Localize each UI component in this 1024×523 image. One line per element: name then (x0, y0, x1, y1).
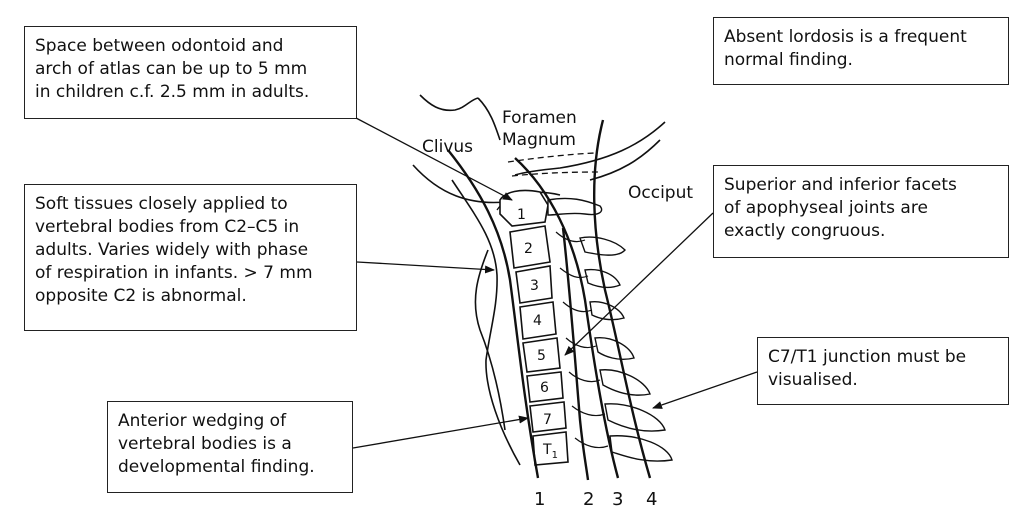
callout-line: Anterior wedging of (118, 411, 287, 431)
callout-line: normal finding. (724, 50, 853, 70)
callout-soft-tissue: Soft tissues closely applied to vertebra… (24, 184, 357, 331)
callout-line: of respiration in infants. > 7 mm (35, 263, 313, 283)
callout-line: vertebral bodies is a (118, 434, 292, 454)
vertebra-c2 (509, 225, 551, 269)
leader-odontoid (355, 117, 513, 201)
line-3-spinolaminar (514, 157, 620, 479)
vertebra-c5 (522, 337, 561, 373)
callout-line: C7/T1 junction must be (768, 347, 967, 367)
line-4-spinous-tips (593, 119, 652, 479)
callout-line: Absent lordosis is a frequent (724, 27, 967, 47)
line-1-anterior-vertebral (447, 149, 540, 479)
vertebra-label: 6 (540, 380, 549, 396)
alignment-line-numbers: 1 2 3 4 (534, 489, 657, 510)
vertebra-numbers: 1 2 3 4 5 6 7 T1 (517, 207, 558, 461)
c2-spinous (579, 236, 626, 256)
callout-line: exactly congruous. (724, 221, 886, 241)
vertebra-label: 4 (533, 313, 542, 329)
callout-line: adults. Varies widely with phase (35, 240, 309, 260)
leader-junction (652, 371, 758, 409)
alignment-lines (447, 119, 652, 481)
callout-line: opposite C2 is abnormal. (35, 286, 247, 306)
c4-spinous (589, 301, 625, 321)
vertebra-label: 3 (530, 278, 539, 294)
callout-absent-lordosis: Absent lordosis is a frequent normal fin… (713, 17, 1009, 85)
vertebra-c7 (529, 401, 567, 433)
c1-posterior-arch (547, 197, 603, 216)
callout-anterior-wedging: Anterior wedging of vertebral bodies is … (107, 401, 353, 493)
line-number: 2 (583, 489, 594, 510)
vertebra-label: 2 (524, 241, 533, 257)
vertebra-c6 (526, 371, 564, 403)
callout-line: Space between odontoid and (35, 36, 284, 56)
callout-line: in children c.f. 2.5 mm in adults. (35, 82, 310, 102)
vertebra-c4 (519, 301, 557, 340)
callout-c7-t1-junction: C7/T1 junction must be visualised. (757, 337, 1009, 405)
callout-line: vertebral bodies from C2–C5 in (35, 217, 300, 237)
callout-line: visualised. (768, 370, 858, 390)
callout-line: of apophyseal joints are (724, 198, 928, 218)
callout-odontoid-space: Space between odontoid and arch of atlas… (24, 26, 357, 119)
leader-soft-tissue (356, 261, 495, 274)
pharynx-outline (474, 249, 506, 431)
vertebra-t-subscript: 1 (552, 450, 558, 461)
label-occiput: Occiput (628, 183, 693, 203)
leader-wedging (352, 415, 529, 449)
vertebra-t-letter: T (542, 442, 552, 458)
callout-line: developmental finding. (118, 457, 315, 477)
line-2-posterior-vertebral (561, 227, 590, 481)
vertebra-label: 1 (517, 207, 526, 223)
callout-facets: Superior and inferior facets of apophyse… (713, 165, 1009, 258)
vertebra-label: 7 (543, 412, 552, 428)
prevertebral-soft-tissue (451, 179, 521, 466)
callout-line: arch of atlas can be up to 5 mm (35, 59, 308, 79)
callout-line: Soft tissues closely applied to (35, 194, 288, 214)
vertebra-label: 5 (537, 348, 546, 364)
c5-spinous (594, 337, 635, 361)
leader-lines (352, 117, 758, 449)
line-number: 4 (646, 489, 657, 510)
line-number: 3 (612, 489, 623, 510)
label-magnum: Magnum (502, 130, 576, 150)
vertebra-c3 (515, 265, 553, 304)
vertebra-label-t: T1 (542, 442, 558, 461)
label-foramen: Foramen (502, 108, 577, 128)
leader-facets (564, 212, 714, 356)
posterior-elements (547, 197, 673, 462)
line-number: 1 (534, 489, 545, 510)
callout-line: Superior and inferior facets (724, 175, 957, 195)
label-clivus: Clivus (422, 137, 473, 157)
